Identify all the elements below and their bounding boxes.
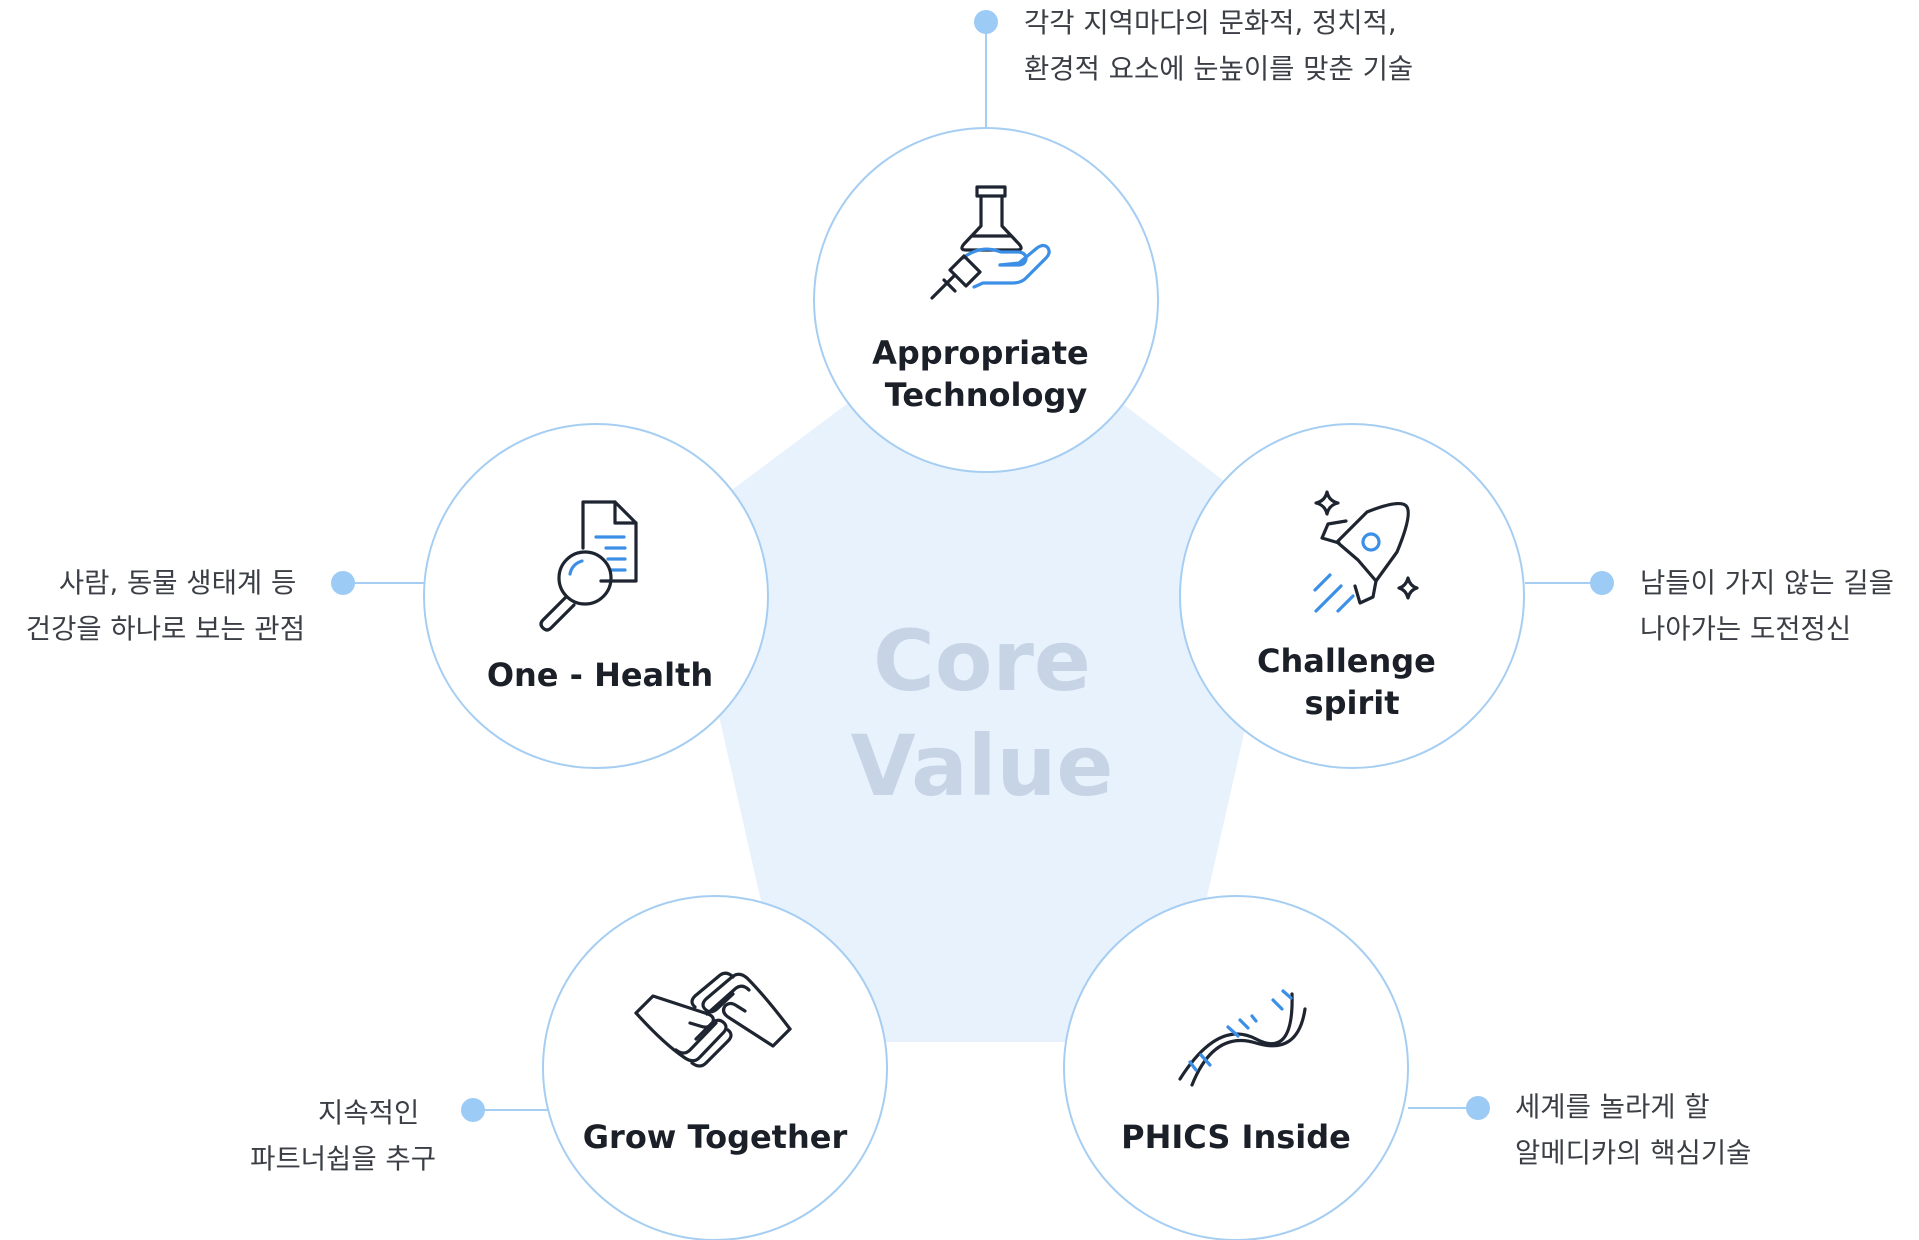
title-line: spirit (1305, 684, 1400, 722)
description-line: 세계를 놀라게 할 (1515, 1091, 1710, 1123)
node-description: 세계를 놀라게 할 알메디카의 핵심기술 (1515, 1091, 1751, 1169)
title-line: One - Health (487, 656, 713, 694)
connector-dot (1466, 1096, 1490, 1120)
description-line: 나아가는 도전정신 (1640, 613, 1851, 645)
node-circle (1063, 895, 1409, 1240)
node-grow-together: 지속적인 파트너쉽을 추구 Grow Together (250, 895, 888, 1240)
node-challenge-spirit: 남들이 가지 않는 길을 나아가는 도전정신 Challenge spirit (1179, 423, 1903, 769)
description-line: 알메디카의 핵심기술 (1515, 1137, 1751, 1169)
rocket-icon (1313, 490, 1419, 613)
node-title: Challenge spirit (1257, 642, 1447, 722)
core-value-pentagon (677, 300, 1290, 1042)
node-circle (542, 895, 888, 1240)
title-line: PHICS Inside (1121, 1118, 1351, 1156)
node-title: One - Health (487, 656, 713, 694)
title-line: Technology (885, 376, 1088, 414)
description-line: 남들이 가지 않는 길을 (1640, 567, 1894, 599)
connector-dot (331, 571, 355, 595)
node-title: PHICS Inside (1121, 1118, 1351, 1156)
node-description: 남들이 가지 않는 길을 나아가는 도전정신 (1640, 567, 1903, 645)
node-appropriate-technology: 각각 지역마다의 문화적, 정치적, 환경적 요소에 눈높이를 맞춘 기술 Ap… (813, 7, 1413, 473)
node-description: 각각 지역마다의 문화적, 정치적, 환경적 요소에 눈높이를 맞춘 기술 (1024, 7, 1413, 85)
node-description: 지속적인 파트너쉽을 추구 (250, 1097, 436, 1175)
description-line: 환경적 요소에 눈높이를 맞춘 기술 (1024, 53, 1413, 85)
center-title-line2: Value (851, 717, 1114, 815)
description-line: 각각 지역마다의 문화적, 정치적, (1024, 7, 1397, 39)
node-circle (813, 127, 1159, 473)
document-search-icon (539, 500, 638, 632)
description-line: 지속적인 (318, 1097, 419, 1129)
description-line: 파트너쉽을 추구 (250, 1143, 436, 1175)
connector-dot (1590, 571, 1614, 595)
handshake-icon (634, 971, 792, 1068)
node-one-health: 사람, 동물 생태계 등 건강을 하나로 보는 관점 One - Health (26, 423, 769, 769)
node-phics-inside: 세계를 놀라게 할 알메디카의 핵심기술 PHICS Inside (1063, 895, 1751, 1240)
center-title-line1: Core (873, 612, 1091, 710)
node-title: Grow Together (583, 1118, 848, 1156)
node-description: 사람, 동물 생태계 등 건강을 하나로 보는 관점 (26, 567, 305, 645)
description-line: 사람, 동물 생태계 등 (59, 567, 296, 599)
flask-hand-icon (930, 185, 1051, 300)
title-line: Grow Together (583, 1118, 848, 1156)
description-line: 건강을 하나로 보는 관점 (26, 613, 305, 645)
dna-icon (1178, 989, 1307, 1087)
node-circle (423, 423, 769, 769)
title-line: Challenge (1257, 642, 1436, 680)
connector-dot (461, 1098, 485, 1122)
node-title: Appropriate Technology (872, 334, 1100, 414)
title-line: Appropriate (872, 334, 1089, 372)
connector-dot (974, 10, 998, 34)
